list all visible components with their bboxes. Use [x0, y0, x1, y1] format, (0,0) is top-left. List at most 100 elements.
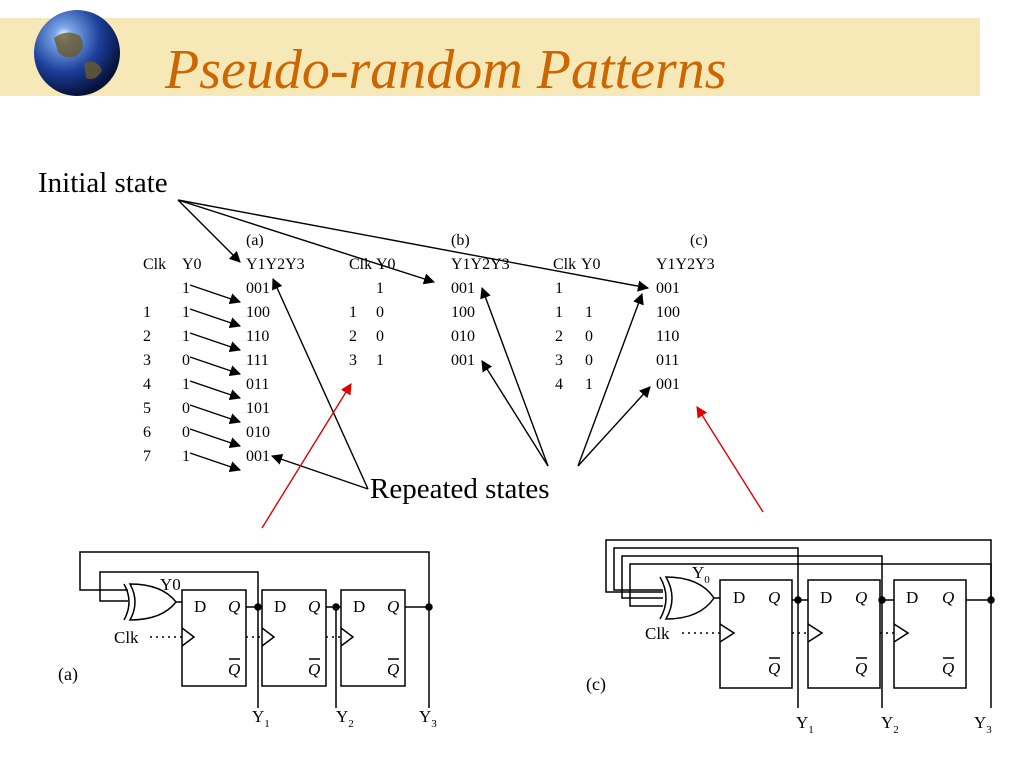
ff-q-label: Q [308, 597, 320, 616]
svg-text:1: 1 [349, 304, 357, 321]
svg-text:2: 2 [349, 328, 357, 345]
ff-q-label: Q [387, 597, 399, 616]
globe-icon [34, 10, 120, 96]
svg-text:1: 1 [182, 328, 190, 345]
ff-d-label: D [820, 588, 832, 607]
svg-text:2: 2 [143, 328, 151, 345]
svg-text:0: 0 [182, 400, 190, 417]
svg-text:1: 1 [555, 280, 563, 297]
xor-gate-c-back [659, 576, 667, 620]
circuit-c-caption: (c) [586, 674, 606, 695]
flip-flop-a-3 [340, 589, 406, 687]
circuit-a-caption: (a) [58, 664, 78, 685]
svg-text:1: 1 [585, 304, 593, 321]
svg-text:2: 2 [555, 328, 563, 345]
ff-d-label: D [733, 588, 745, 607]
svg-text:0: 0 [376, 328, 384, 345]
initial-state-label: Initial state [38, 167, 168, 199]
flip-flop-c-1 [719, 579, 793, 689]
svg-text:3: 3 [349, 352, 357, 369]
ff-qbar-label: Q [768, 659, 780, 678]
output-y1-label: Y1 [796, 713, 814, 736]
ff-q-label: Q [855, 588, 867, 607]
table-row: 2 0 010 [349, 328, 475, 345]
repeated-states-arrows [270, 277, 651, 490]
svg-text:1: 1 [182, 448, 190, 465]
ff-qbar-label: Q [855, 659, 867, 678]
circuit-a-labels: Y0 Clk (a) D D D Q Q Q Q Q Q Y1 Y2 Y3 [58, 575, 437, 730]
table-c-header-clk: Clk [553, 256, 576, 273]
svg-text:001: 001 [656, 376, 680, 393]
ff-d-label: D [353, 597, 365, 616]
table-b-header-y123: Y1Y2Y3 [451, 256, 510, 273]
svg-text:1: 1 [182, 304, 190, 321]
table-a-header-y0: Y0 [182, 256, 202, 273]
flip-flop-c-3 [893, 579, 967, 689]
svg-text:100: 100 [451, 304, 475, 321]
table-c-header-y123: Y1Y2Y3 [656, 256, 715, 273]
table-row: 1 001 [182, 280, 270, 297]
svg-text:001: 001 [451, 352, 475, 369]
svg-text:3: 3 [555, 352, 563, 369]
svg-text:0: 0 [585, 352, 593, 369]
svg-text:5: 5 [143, 400, 151, 417]
table-row: 2 0 110 [555, 328, 679, 345]
svg-text:011: 011 [246, 376, 269, 393]
gate-output-label: Y0 [160, 575, 181, 594]
svg-text:6: 6 [143, 424, 151, 441]
svg-text:1: 1 [182, 280, 190, 297]
clock-label: Clk [114, 628, 139, 647]
highlight-arrows [261, 383, 764, 529]
svg-text:001: 001 [656, 280, 680, 297]
svg-text:1: 1 [555, 304, 563, 321]
svg-text:110: 110 [246, 328, 269, 345]
circuit-c-labels: Y0 Clk (c) D D D Q Q Q Q Q Q Y1 Y2 Y3 [586, 563, 992, 736]
table-a-header-clk: Clk [143, 256, 166, 273]
repeated-states-label: Repeated states [370, 473, 550, 505]
svg-text:110: 110 [656, 328, 679, 345]
gate-output-label: Y0 [692, 563, 710, 586]
svg-text:0: 0 [182, 352, 190, 369]
flip-flop-a-1 [181, 589, 247, 687]
table-c-caption: (c) [690, 232, 708, 249]
ff-d-label: D [274, 597, 286, 616]
output-y3-label: Y3 [974, 713, 992, 736]
output-y2-label: Y2 [881, 713, 899, 736]
svg-text:101: 101 [246, 400, 270, 417]
table-c-header-y0: Y0 [581, 256, 601, 273]
svg-text:100: 100 [246, 304, 270, 321]
table-row: 1 0 100 [349, 304, 475, 321]
svg-text:1: 1 [585, 376, 593, 393]
table-row: 4 1 001 [555, 376, 680, 393]
xor-gate-a-back [123, 583, 130, 621]
ff-q-label: Q [942, 588, 954, 607]
svg-text:010: 010 [246, 424, 270, 441]
svg-text:011: 011 [656, 352, 679, 369]
xor-gate-c [664, 576, 715, 620]
ff-q-label: Q [768, 588, 780, 607]
table-row: 3 0 011 [555, 352, 679, 369]
svg-text:001: 001 [246, 280, 270, 297]
circuit-a [79, 551, 433, 708]
svg-text:4: 4 [555, 376, 563, 393]
transition-arrows-a [189, 284, 242, 473]
ff-qbar-label: Q [308, 660, 320, 679]
svg-text:0: 0 [376, 304, 384, 321]
flip-flop-c-2 [807, 579, 881, 689]
circuit-c [605, 539, 995, 708]
svg-text:010: 010 [451, 328, 475, 345]
table-b-caption: (b) [451, 232, 470, 249]
svg-text:0: 0 [585, 328, 593, 345]
table-row: 5 0 101 [143, 400, 270, 417]
